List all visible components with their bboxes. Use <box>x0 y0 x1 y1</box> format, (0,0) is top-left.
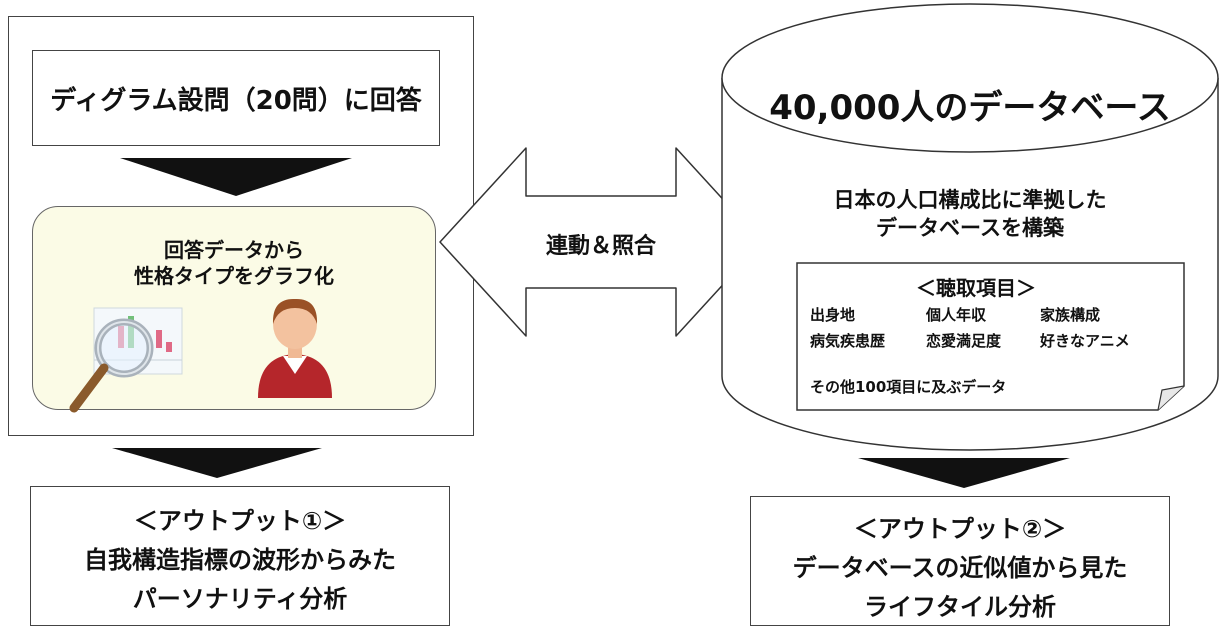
items-card <box>796 262 1185 411</box>
question-text: ディグラム設問（20問）に回答 <box>50 85 422 116</box>
items-note: その他100項目に及ぶデータ <box>810 378 1007 396</box>
question-box: ディグラム設問（20問）に回答 <box>32 50 440 146</box>
database-desc-line1: 日本の人口構成比に準拠した <box>833 188 1107 212</box>
analysis-text-line1: 回答データから <box>164 238 304 262</box>
database-desc-line2: データベースを構築 <box>876 216 1064 240</box>
chart-magnifier-icon <box>69 307 183 413</box>
output2-line3: ライフタイル分析 <box>864 593 1056 621</box>
person-icon <box>258 298 332 398</box>
item-1-3: 家族構成 <box>1040 306 1101 324</box>
output1-line1: ＜アウトプット①＞ <box>133 507 347 535</box>
output1-line2: 自我構造指標の波形からみた <box>84 546 396 574</box>
items-title: ＜聴取項目＞ <box>916 276 1036 300</box>
down-arrow-1 <box>120 158 352 196</box>
output1-line3: パーソナリティ分析 <box>132 585 348 613</box>
item-1-1: 出身地 <box>810 306 856 324</box>
item-2-2: 恋愛満足度 <box>926 332 1002 350</box>
item-1-2: 個人年収 <box>926 306 987 324</box>
output2-line2: データベースの近似値から見た <box>792 554 1128 582</box>
database-title: 40,000人のデータベース <box>769 88 1171 128</box>
output2-line1: ＜アウトプット②＞ <box>853 515 1067 543</box>
arrow-label: 連動＆照合 <box>545 234 656 259</box>
analysis-text-line2: 性格タイプをグラフ化 <box>134 264 334 288</box>
down-arrow-3 <box>858 458 1070 488</box>
output2-box: ＜アウトプット②＞ データベースの近似値から見た ライフタイル分析 <box>750 496 1170 626</box>
down-arrow-2 <box>112 448 322 478</box>
item-2-1: 病気疾患歴 <box>810 332 886 350</box>
item-2-3: 好きなアニメ <box>1040 332 1130 350</box>
output1-box: ＜アウトプット①＞ 自我構造指標の波形からみた パーソナリティ分析 <box>30 486 450 626</box>
